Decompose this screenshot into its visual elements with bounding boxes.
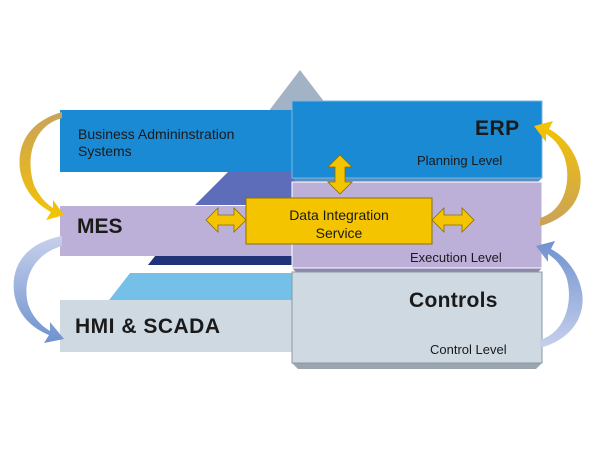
left-curved-arrow-yellow [19, 112, 65, 220]
controls-label: Controls [409, 289, 498, 312]
hmi-scada-label: HMI & SCADA [75, 315, 221, 338]
controls-box [291, 271, 543, 364]
control-level-label: Control Level [430, 342, 507, 357]
left-curved-arrow-blue [13, 236, 65, 343]
data-integration-label-line1: Data Integration [289, 207, 389, 223]
mes-label: MES [77, 215, 123, 238]
business-admin-label-line1: Business Admininstration [78, 126, 235, 142]
hmi-scada-box [60, 300, 292, 352]
erp-label: ERP [475, 117, 520, 140]
business-admin-box [60, 110, 292, 172]
planning-level-label: Planning Level [417, 153, 503, 168]
data-integration-label-line2: Service [315, 225, 363, 241]
business-admin-label-line2: Systems [78, 143, 132, 159]
data-integration-box [245, 197, 433, 245]
controls-box-depth [292, 363, 542, 369]
vertical-double-arrow [327, 154, 353, 195]
right-curved-arrow-blue [536, 241, 583, 348]
right-curved-arrow-yellow [534, 121, 581, 226]
right-double-arrow [431, 207, 475, 233]
left-double-arrow [205, 207, 247, 233]
execution-level-label: Execution Level [410, 250, 502, 265]
